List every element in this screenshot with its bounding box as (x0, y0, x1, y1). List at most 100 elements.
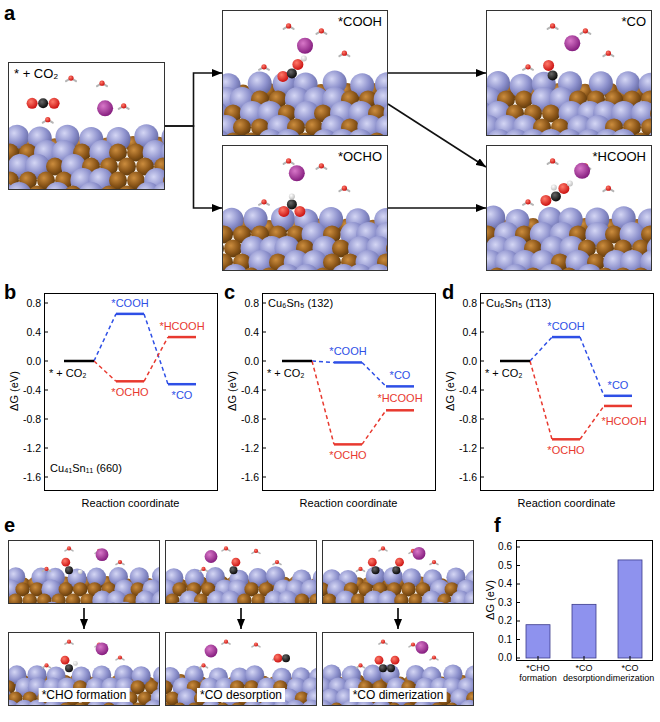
cu-atom (223, 267, 224, 270)
tick-label: 0.3 (498, 597, 512, 609)
cu-atom (237, 593, 251, 603)
molecule-atom (551, 191, 561, 201)
molecule-atom (73, 661, 78, 666)
sn-atom (144, 700, 159, 705)
sn-atom (302, 700, 316, 705)
molecule-atom (287, 199, 297, 209)
tick-mark (630, 656, 631, 660)
cu-atom (233, 118, 251, 135)
energy-level (604, 405, 632, 408)
panel-letter: f (494, 514, 501, 537)
sn-atom (503, 264, 528, 270)
molecule-atom (61, 656, 70, 665)
tick-mark (480, 361, 484, 362)
category-label: *CO dimerization (605, 663, 655, 684)
sn-atom (375, 115, 387, 135)
water-oxygen (67, 640, 71, 644)
cu-atom (596, 267, 614, 270)
cu-atom (487, 132, 488, 135)
species-label: *CO (172, 389, 193, 402)
state-box: *OCHO (222, 145, 388, 271)
cu-atom (242, 132, 260, 135)
panel-letter: a (4, 2, 15, 25)
category-label: *CO desorption (559, 663, 609, 684)
sn-atom (442, 602, 462, 603)
cu-atom (23, 593, 37, 603)
molecule-atom (551, 184, 557, 190)
tick-label: -0.8 (459, 413, 477, 425)
tick-label: 0.4 (244, 326, 259, 338)
molecule-atom (277, 71, 288, 82)
pathway-dash (144, 337, 168, 381)
energy-level (168, 383, 196, 386)
reaction-arrow (388, 72, 486, 74)
energy-level (116, 313, 144, 316)
tick-label: 0.0 (462, 355, 477, 367)
water-oxygen (224, 640, 228, 644)
reaction-arrow (388, 104, 486, 167)
sn-atom (640, 250, 651, 270)
cu-atom (368, 132, 386, 135)
atom-scene (223, 158, 387, 270)
sn-atom (152, 591, 159, 603)
species-label: * + CO₂ (485, 367, 523, 380)
molecule-atom (379, 664, 387, 672)
sn-atom (315, 700, 316, 705)
tick-label: -1.2 (241, 442, 259, 454)
sn-atom (152, 182, 164, 189)
cu-atom (387, 703, 401, 705)
k-ion (289, 165, 305, 181)
tick-label: -1.6 (459, 471, 477, 483)
reaction-arrow (165, 126, 222, 208)
water-oxygen (550, 23, 555, 28)
species-label: *HCOOH (377, 392, 422, 405)
sn-atom (115, 602, 135, 603)
tick-mark (262, 332, 266, 333)
cu-atom (394, 593, 408, 603)
species-label: * + CO₂ (267, 367, 305, 380)
sn-atom (272, 602, 292, 603)
species-label: *COOH (111, 297, 148, 310)
atom-scene (166, 640, 316, 705)
atom-scene (166, 546, 316, 603)
state-label: *COOH (338, 14, 382, 30)
water-oxygen (411, 642, 415, 646)
water-oxygen (44, 567, 48, 571)
molecule-atom (395, 558, 404, 567)
tick-mark (44, 303, 48, 304)
tick-label: 0.6 (498, 541, 512, 553)
species-label: *HCOOH (159, 320, 204, 333)
tick-mark (262, 477, 266, 478)
water-oxygen (67, 546, 71, 550)
water-oxygen (432, 655, 436, 659)
energy-level (500, 360, 530, 363)
water-oxygen (261, 64, 266, 69)
tick-mark (516, 565, 520, 566)
tick-mark (262, 361, 266, 362)
cu-atom (9, 593, 23, 603)
state-label: * + CO₂ (14, 66, 58, 82)
water-oxygen (254, 549, 258, 553)
tick-mark (516, 584, 520, 585)
molecule-atom (567, 180, 573, 186)
cu-atom (252, 593, 266, 603)
cu-atom (118, 186, 136, 189)
species-label: *OCHO (111, 386, 148, 399)
pathway-dash (362, 362, 386, 386)
state-label: *CO (621, 14, 646, 30)
pathway-dash (312, 361, 334, 362)
molecule-atom (375, 656, 384, 665)
water-oxygen (381, 640, 385, 644)
tick-label: -0.8 (241, 413, 259, 425)
molecule-atom (391, 656, 400, 665)
tick-mark (44, 332, 48, 333)
water-oxygen (261, 199, 266, 204)
state-box: * + CO₂ (8, 62, 165, 190)
molecule-atom (301, 55, 307, 61)
category-label: *CHO formation (513, 663, 563, 684)
cu-atom (386, 132, 387, 135)
cu-atom (194, 593, 208, 603)
tick-label: 0.4 (462, 326, 477, 338)
molecule-atom (274, 654, 283, 663)
tick-label: 0.5 (498, 560, 512, 572)
